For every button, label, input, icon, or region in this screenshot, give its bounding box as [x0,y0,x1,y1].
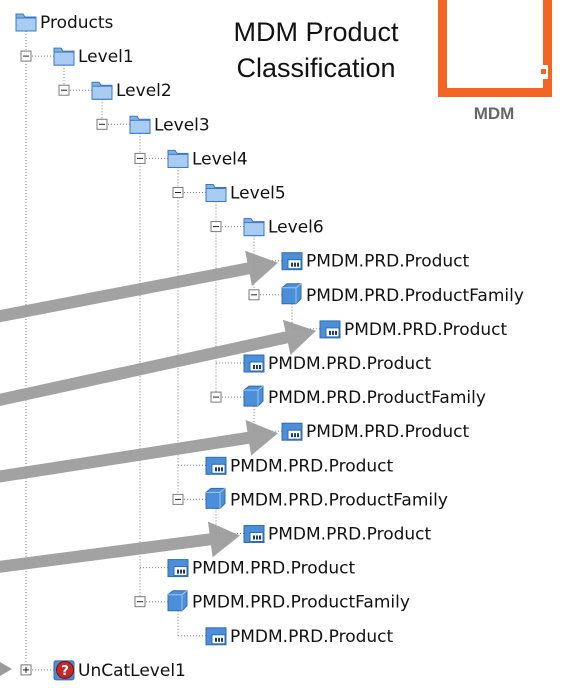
collapse-icon[interactable] [20,50,32,62]
tree-node[interactable]: PMDM.PRD.Product [205,456,394,476]
node-label: Products [40,13,114,33]
product-icon [205,456,227,475]
tree-node[interactable]: PMDM.PRD.Product [281,252,470,272]
tree-node[interactable]: PMDM.PRD.ProductFamily [210,385,486,408]
node-label: Level1 [78,47,134,67]
tree-nodes: ProductsLevel1Level2Level3Level4Level5Le… [15,13,524,681]
folder-icon [243,218,265,237]
node-label: PMDM.PRD.Product [306,252,470,272]
product-icon [205,627,227,646]
title-line-1: MDM Product [233,17,399,47]
diagram-title: MDM Product Classification [196,14,436,86]
node-label: PMDM.PRD.ProductFamily [230,490,448,510]
collapse-icon[interactable] [58,84,70,96]
node-label: PMDM.PRD.Product [230,627,394,647]
node-label: Level3 [154,115,210,135]
svg-text:?: ? [61,664,69,679]
node-label: UnCatLevel1 [78,661,186,681]
tree-node[interactable]: PMDM.PRD.Product [243,525,432,545]
collapse-icon[interactable] [172,493,184,505]
product-icon [167,559,189,578]
collapse-icon[interactable] [210,391,222,403]
tree-node[interactable]: PMDM.PRD.Product [281,422,470,442]
node-label: PMDM.PRD.Product [192,559,356,579]
uncat-arrow [0,662,12,676]
uncategorized-icon: ? [53,660,75,681]
tree-node[interactable]: Level5 [172,184,286,204]
product-family-icon [281,283,302,305]
collapse-icon[interactable] [210,221,222,233]
node-label: PMDM.PRD.Product [230,456,394,476]
tree-node[interactable]: PMDM.PRD.Product [243,354,432,374]
folder-icon [205,184,227,202]
collapse-icon[interactable] [134,152,146,164]
collapse-icon[interactable] [248,289,260,301]
logo-label: MDM [473,104,515,123]
folder-icon [167,149,189,168]
arrow-4 [0,521,240,573]
folder-icon [53,47,75,66]
pointer-arrows [0,250,316,676]
tree-node[interactable]: ? UnCatLevel1 [20,660,186,681]
node-label: PMDM.PRD.Product [268,525,432,545]
title-line-2: Classification [236,53,396,83]
tree-node[interactable]: Level4 [134,149,248,169]
node-label: PMDM.PRD.ProductFamily [192,593,410,613]
tree-node[interactable]: PMDM.PRD.Product [319,320,508,340]
tree-node[interactable]: PMDM.PRD.Product [167,559,356,579]
node-label: PMDM.PRD.Product [306,422,470,442]
collapse-icon[interactable] [172,187,184,198]
tree-node[interactable]: PMDM.PRD.Product [205,627,394,647]
product-family-icon [243,385,264,407]
product-icon [319,320,341,339]
folder-icon [129,115,151,134]
product-icon [243,525,265,543]
collapse-icon[interactable] [134,596,146,608]
node-label: PMDM.PRD.ProductFamily [268,388,486,408]
product-icon [243,354,265,373]
arrow-3 [0,420,278,483]
mdm-logo-icon [438,0,552,97]
tree-node[interactable]: Level6 [210,218,324,238]
tree-node[interactable]: Products [15,13,114,33]
folder-icon [15,13,37,32]
tree-node[interactable]: PMDM.PRD.ProductFamily [134,590,410,613]
node-label: PMDM.PRD.Product [268,354,432,374]
product-family-icon [205,487,226,509]
arrow-1 [0,250,278,323]
tree-node[interactable]: Level1 [20,47,134,67]
node-label: Level6 [268,218,324,238]
folder-icon [91,81,113,100]
product-family-icon [167,590,188,612]
tree-node[interactable]: PMDM.PRD.ProductFamily [172,487,448,510]
node-label: Level4 [192,149,248,169]
product-icon [281,422,303,441]
node-label: PMDM.PRD.ProductFamily [306,286,524,306]
node-label: PMDM.PRD.Product [344,320,508,340]
tree-node[interactable]: Level2 [58,81,172,101]
node-label: Level2 [116,81,172,101]
expand-icon[interactable] [20,664,32,676]
product-icon [281,252,303,271]
node-label: Level5 [230,184,286,204]
collapse-icon[interactable] [96,118,108,130]
tree-node[interactable]: PMDM.PRD.ProductFamily [248,283,524,306]
tree-node[interactable]: Level3 [96,115,210,135]
arrow-2 [0,319,316,407]
